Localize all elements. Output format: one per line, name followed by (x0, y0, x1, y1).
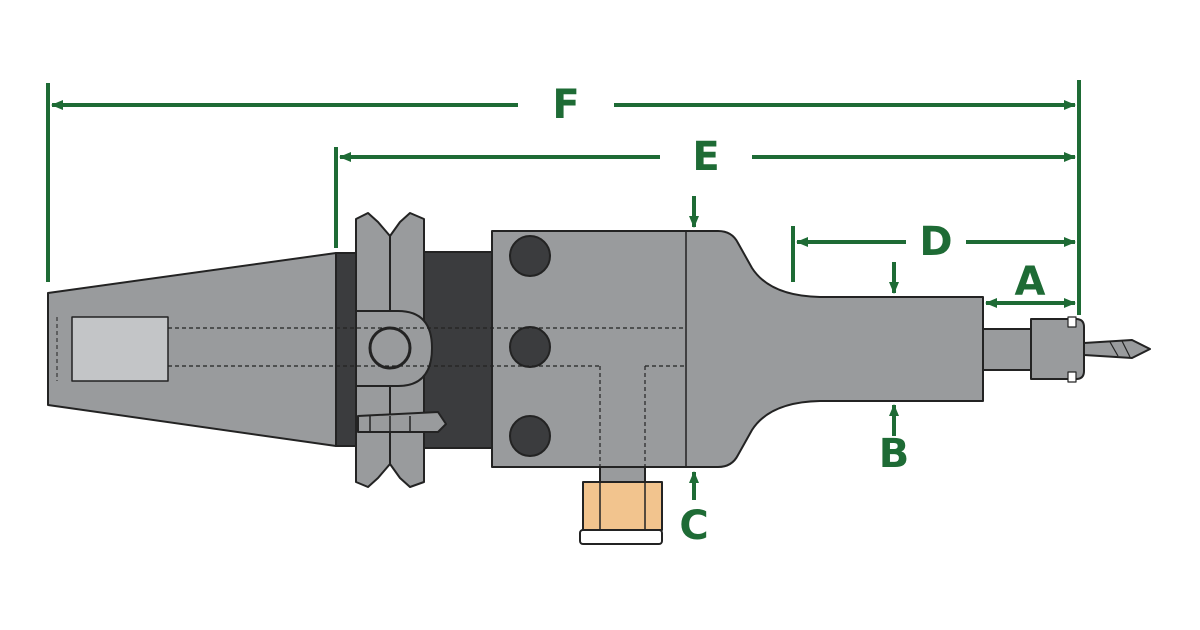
label-d: D (919, 219, 952, 265)
label-f: F (552, 82, 579, 128)
taper-bore (71, 316, 169, 382)
outlet-stem (599, 466, 646, 483)
label-e: E (692, 134, 719, 180)
coolant-channel (168, 327, 686, 467)
head-block (491, 230, 984, 468)
fitting-washer (579, 529, 663, 545)
spindle-nose (982, 328, 1032, 371)
collet-nut (1030, 318, 1085, 380)
brass-fitting (582, 481, 663, 531)
orientation-notch (357, 411, 447, 433)
drill-bit (1083, 339, 1151, 359)
drive-key-hole (368, 326, 412, 370)
dimension-lines (46, 80, 1081, 500)
bolt-middle (509, 326, 551, 368)
bolt-top (509, 235, 551, 277)
label-c: C (679, 503, 708, 549)
label-b: B (879, 431, 910, 477)
bolt-bottom (509, 415, 551, 457)
label-a: A (1015, 259, 1046, 305)
tool-body (47, 212, 1151, 545)
dimension-labels: F E D A B C (552, 82, 1045, 549)
